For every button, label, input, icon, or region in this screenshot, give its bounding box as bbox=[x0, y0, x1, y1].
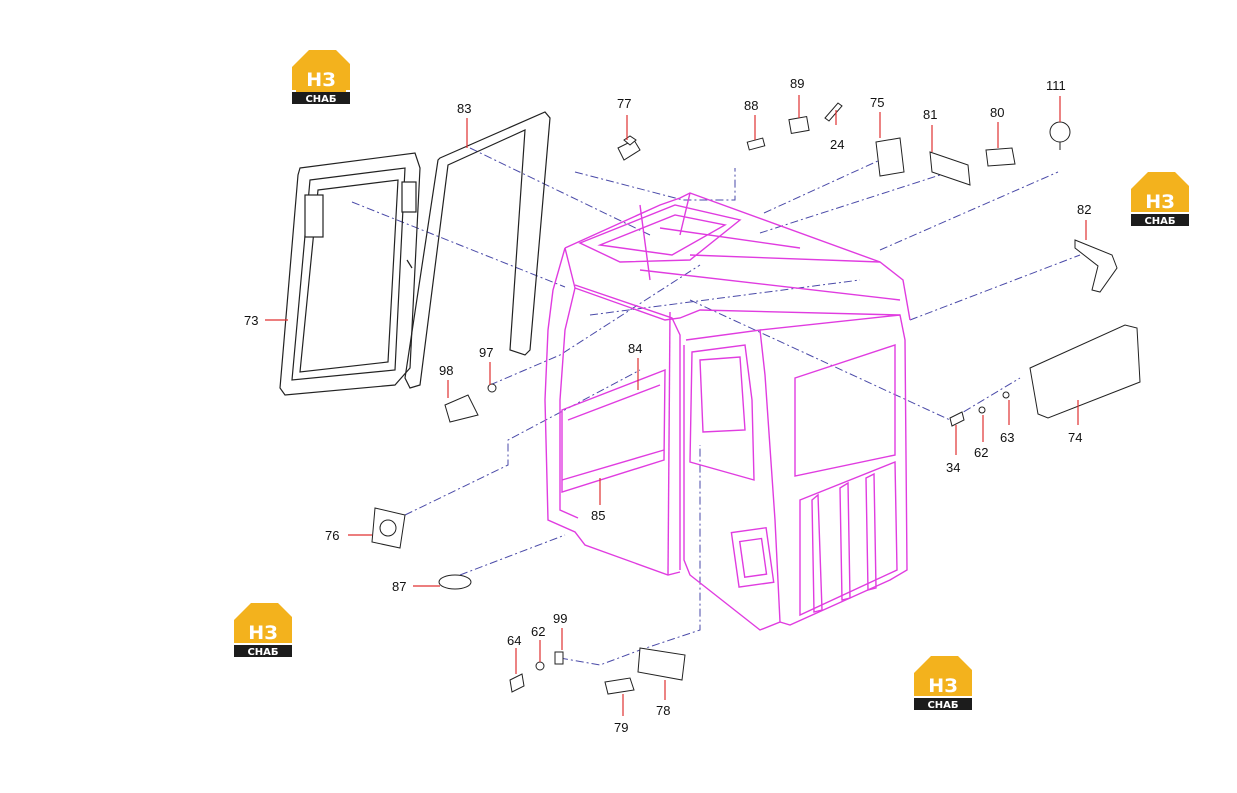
part-label: 79 bbox=[614, 720, 628, 735]
part-label: 62 bbox=[531, 624, 545, 639]
part-label: 98 bbox=[439, 363, 453, 378]
part-label: 89 bbox=[790, 76, 804, 91]
part-label: 63 bbox=[1000, 430, 1014, 445]
part-label: 64 bbox=[507, 633, 521, 648]
brand-logo: НЗ СНАБ bbox=[914, 656, 972, 711]
logo-bottom-text: СНАБ bbox=[247, 647, 278, 658]
cab-body bbox=[544, 192, 911, 631]
part-label: 83 bbox=[457, 101, 471, 116]
part-label: 78 bbox=[656, 703, 670, 718]
brand-logo: НЗ СНАБ bbox=[234, 603, 292, 658]
leader-lines bbox=[351, 147, 1081, 666]
small-parts bbox=[371, 102, 1141, 695]
part-label: 111 bbox=[1046, 78, 1066, 93]
part-label: 97 bbox=[479, 345, 493, 360]
logo-bottom-text: СНАБ bbox=[927, 700, 958, 711]
logo-top-text: НЗ bbox=[1145, 191, 1174, 213]
part-label: 77 bbox=[617, 96, 631, 111]
label-ticks bbox=[265, 95, 1087, 716]
part-label: 76 bbox=[325, 528, 339, 543]
part-label: 81 bbox=[923, 107, 937, 122]
part-labels: 73 83 77 88 89 24 75 81 80 111 82 97 98 … bbox=[244, 76, 1091, 735]
part-label: 24 bbox=[830, 137, 844, 152]
part-label: 85 bbox=[591, 508, 605, 523]
door-seal-83 bbox=[404, 111, 551, 389]
logo-bottom-text: СНАБ bbox=[1144, 216, 1175, 227]
part-label: 82 bbox=[1077, 202, 1091, 217]
logo-top-text: НЗ bbox=[248, 622, 277, 644]
part-label: 84 bbox=[628, 341, 642, 356]
logo-bottom-text: СНАБ bbox=[305, 94, 336, 105]
part-label: 73 bbox=[244, 313, 258, 328]
logo-top-text: НЗ bbox=[306, 69, 335, 91]
part-label: 99 bbox=[553, 611, 567, 626]
brand-logo: НЗ СНАБ bbox=[1131, 172, 1189, 227]
part-label: 75 bbox=[870, 95, 884, 110]
part-label: 87 bbox=[392, 579, 406, 594]
part-label: 74 bbox=[1068, 430, 1082, 445]
door-frame-73 bbox=[279, 152, 421, 396]
logo-top-text: НЗ bbox=[928, 675, 957, 697]
part-label: 80 bbox=[990, 105, 1004, 120]
part-label: 62 bbox=[974, 445, 988, 460]
part-label: 88 bbox=[744, 98, 758, 113]
part-label: 34 bbox=[946, 460, 960, 475]
brand-logo: НЗ СНАБ bbox=[292, 50, 350, 105]
